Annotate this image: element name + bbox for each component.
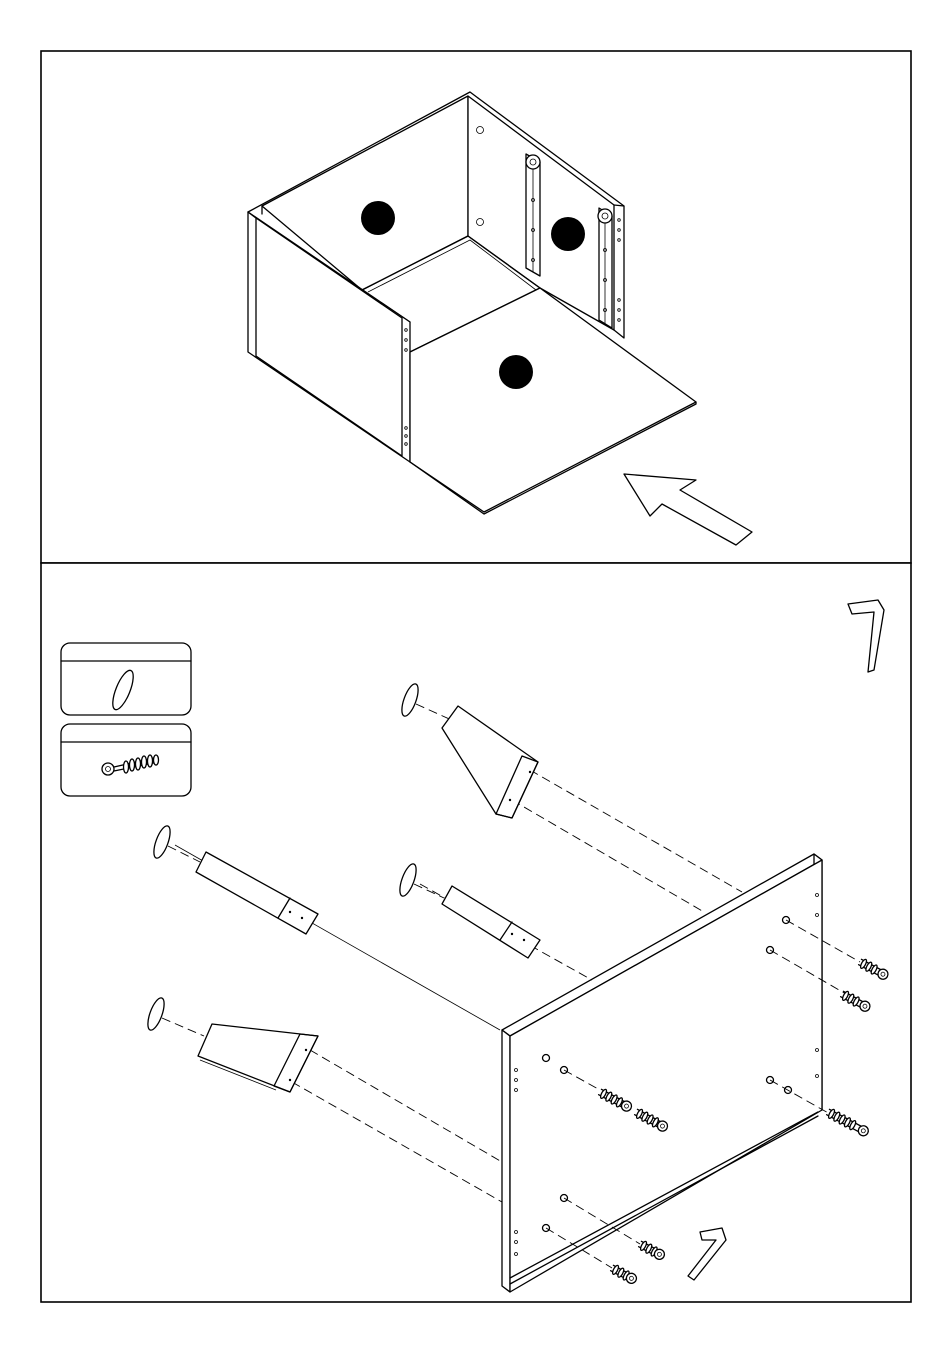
parts-legend-item-cap — [61, 643, 191, 715]
dot-marker — [551, 217, 585, 251]
dot-marker — [499, 355, 533, 389]
drawer-slide-right — [598, 208, 612, 328]
drawer-slide-left — [526, 154, 540, 276]
dot-marker — [361, 201, 395, 235]
parts-legend-item-screw — [61, 724, 191, 796]
